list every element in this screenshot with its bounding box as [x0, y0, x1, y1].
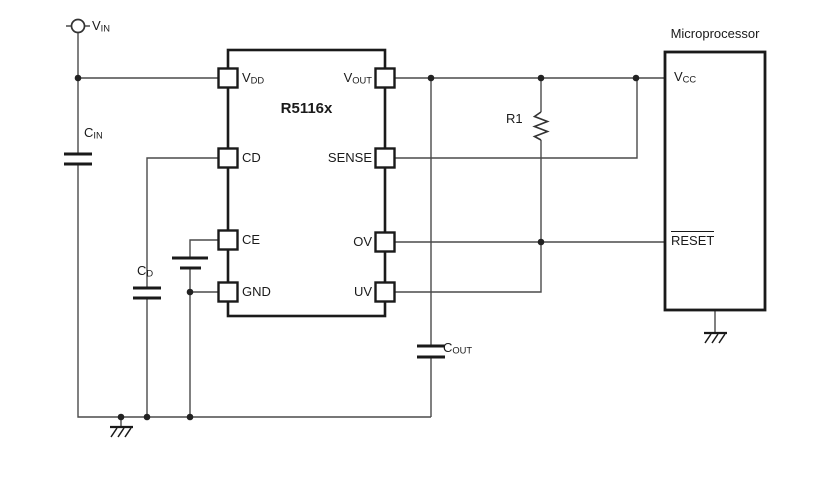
mcu-title: Microprocessor	[670, 26, 760, 41]
cin-capacitor	[64, 152, 92, 166]
cout-capacitor	[417, 344, 445, 359]
pin-label-vdd: VDD	[242, 70, 265, 86]
pin-square-gnd	[217, 281, 239, 303]
pin-square-vout	[374, 67, 396, 89]
r1-label: R1	[506, 111, 523, 126]
pin-label-vout: VOUT	[343, 70, 372, 86]
r1-resistor	[532, 111, 550, 141]
wires	[66, 25, 716, 427]
pin-square-cd	[217, 147, 239, 169]
pin-square-sense	[374, 147, 396, 169]
pin-square-ce	[217, 229, 239, 251]
pin-label-ov: OV	[353, 234, 372, 249]
ground-symbol-left	[110, 425, 133, 438]
wire-left-rail-bottom	[77, 164, 431, 418]
pin-label-ce: CE	[242, 232, 261, 247]
mcu-vcc-label: VCC	[674, 69, 697, 85]
mcu-body	[663, 50, 767, 312]
ic-name-label: R5116x	[280, 100, 333, 117]
pin-label-gnd: GND	[242, 284, 271, 299]
vin-label: VIN	[92, 18, 111, 34]
pin-square-uv	[374, 281, 396, 303]
mcu-reset-label: RESET	[671, 231, 715, 248]
pin-label-cd: CD	[242, 150, 261, 165]
wire-sense-feedback	[394, 78, 638, 159]
wire-ce-to-battery	[189, 239, 218, 258]
cout-label: COUT	[443, 340, 473, 356]
cd-capacitor-label: CD	[137, 263, 154, 279]
pin-square-vdd	[217, 67, 239, 89]
wire-cd-pin-to-cap	[146, 157, 218, 288]
vin-terminal	[70, 18, 86, 34]
pin-label-sense: SENSE	[327, 150, 372, 165]
wire-uv-to-ov	[394, 242, 542, 293]
junction-dots	[74, 74, 640, 421]
ce-battery	[172, 256, 208, 270]
cin-label: CIN	[84, 125, 103, 141]
cd-capacitor	[133, 286, 161, 300]
ic-body	[226, 48, 387, 318]
ground-symbol-mcu	[704, 331, 727, 344]
pin-label-uv: UV	[353, 284, 372, 299]
pin-square-ov	[374, 231, 396, 253]
